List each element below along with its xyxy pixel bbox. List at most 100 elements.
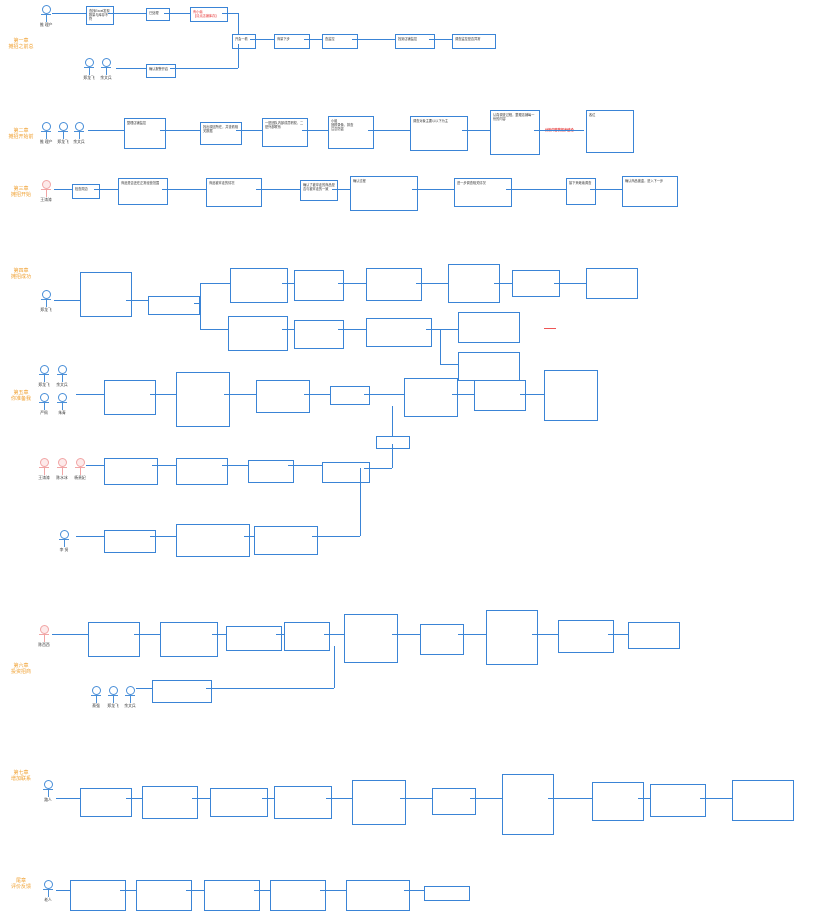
person-icon: 严佩 — [38, 393, 50, 416]
flow-box: 确认了被拿走的商品是否与被拿走的一致 — [300, 180, 338, 201]
flow-box — [204, 880, 260, 911]
flow-box — [376, 436, 410, 449]
flow-box — [80, 272, 132, 317]
flow-box — [176, 372, 230, 427]
person-icon: 余文兵 — [73, 122, 85, 145]
flow-box: 确认商品被盗，进入下一步 — [622, 176, 678, 207]
flow-box — [474, 380, 526, 411]
chapter-3-label: 第三章摊招开始 — [10, 186, 31, 198]
flow-box — [330, 386, 370, 405]
person-icon: 陈西西 — [38, 625, 50, 648]
flow-box — [270, 880, 326, 911]
flow-box — [448, 264, 500, 303]
flow-box: 确认过程 — [350, 176, 418, 211]
flow-box — [366, 268, 422, 301]
flow-box: 找到店铺监控 — [395, 34, 435, 49]
person-icon: 路人 — [42, 780, 54, 803]
flow-box — [420, 624, 464, 655]
flow-box — [650, 784, 706, 817]
flow-box — [256, 380, 310, 413]
person-icon: 老人 — [42, 880, 54, 903]
flow-box — [104, 458, 158, 485]
flow-box — [458, 312, 520, 343]
flow-box — [70, 880, 126, 911]
person-icon: 推 理产 — [40, 122, 52, 145]
flow-box — [136, 880, 192, 911]
person-icon: 郑龙飞 — [38, 365, 50, 388]
flow-box — [88, 622, 140, 657]
flow-box: 开会一看 — [232, 34, 256, 49]
flow-box: 查找Excel发现数量与库存不符 — [86, 6, 114, 25]
flow-box: 调查对象主要以以下为主 — [410, 116, 468, 151]
person-icon: 余文兵 — [100, 58, 112, 81]
flow-box — [104, 380, 156, 415]
flow-box: 一是团队内部成员职权、二是外部联系 — [262, 118, 308, 147]
flow-box — [152, 680, 212, 703]
flow-box: 检查周边 — [72, 184, 100, 199]
flow-box — [404, 378, 458, 417]
person-icon: 郑龙飞 — [83, 58, 95, 81]
flow-box — [104, 530, 156, 553]
person-icon: 推 理产 — [40, 5, 52, 28]
flow-box — [502, 774, 554, 835]
flow-box — [628, 622, 680, 649]
flow-box: 查监控 — [322, 34, 358, 49]
flow-box — [230, 268, 288, 303]
flow-box — [344, 614, 398, 663]
person-icon: 余文兵 — [56, 365, 68, 388]
flow-box: 认真调查过程，整理店铺每一份的内容 — [490, 110, 540, 155]
flow-box — [586, 268, 638, 299]
person-icon: 朱青 — [56, 393, 68, 416]
flow-box — [732, 780, 794, 821]
chapter-4-label: 第四章摊招成功 — [10, 268, 31, 280]
flow-box — [558, 620, 614, 653]
person-icon: 王涛涛 — [40, 180, 52, 203]
person-icon: 杨贵妃 — [74, 458, 86, 481]
flow-box: 接下来继续调查 — [566, 178, 596, 205]
flow-box — [176, 524, 250, 557]
flow-box — [148, 296, 200, 315]
flow-box — [458, 352, 520, 381]
flow-box: 已处理 — [146, 8, 170, 21]
flow-box — [176, 458, 228, 485]
flow-box — [592, 782, 644, 821]
flow-box: 商品被拿走的情况 — [206, 178, 262, 207]
flow-box — [248, 460, 294, 483]
chapter-6-label: 第六章投资招商 — [10, 663, 31, 675]
flow-box — [284, 622, 330, 651]
flow-box: 找出原因所在，并查看相关数据 — [200, 122, 242, 145]
flow-box: 整理店铺监控 — [124, 118, 166, 149]
flow-box — [160, 622, 218, 657]
person-icon: 郑龙飞 — [40, 290, 52, 313]
flow-box — [142, 786, 198, 819]
person-icon: 李 贤 — [58, 530, 70, 553]
flow-box: 进一步调查相关情况 — [454, 178, 512, 207]
flow-box — [424, 886, 470, 901]
flow-box — [210, 788, 268, 817]
flow-box: 小组回顾录像、排查注意防盗 — [328, 116, 374, 149]
chapter-8-label: 尾章评价反馈 — [10, 878, 31, 890]
chapter-7-label: 第七章增加联系 — [10, 770, 31, 782]
flow-box — [486, 610, 538, 665]
flow-box — [346, 880, 410, 911]
flow-box — [294, 320, 344, 349]
flow-box: 确认报警开启 — [146, 64, 176, 78]
flow-box — [322, 462, 370, 483]
flow-box-red: 有小偷【清点店铺库存】 — [190, 7, 228, 22]
person-icon: 郑龙飞 — [57, 122, 69, 145]
flow-box: 商品是否还在正常经营范围 — [118, 178, 168, 205]
chapter-2-label: 第二章摊招开始前 — [8, 128, 34, 140]
flow-box: 商量下步 — [274, 34, 310, 49]
flow-box — [274, 786, 332, 819]
flow-box — [228, 316, 288, 351]
flow-box — [254, 526, 318, 555]
flow-box — [432, 788, 476, 815]
flow-box — [544, 370, 598, 421]
flow-box: 调查监控是否异常 — [452, 34, 496, 49]
person-icon: 余文兵 — [124, 686, 136, 709]
flow-box — [226, 626, 282, 651]
flow-box: 各位 — [586, 110, 634, 153]
person-icon: 蔡强 — [90, 686, 102, 709]
flow-box — [366, 318, 432, 347]
person-icon: 郑龙飞 — [107, 686, 119, 709]
